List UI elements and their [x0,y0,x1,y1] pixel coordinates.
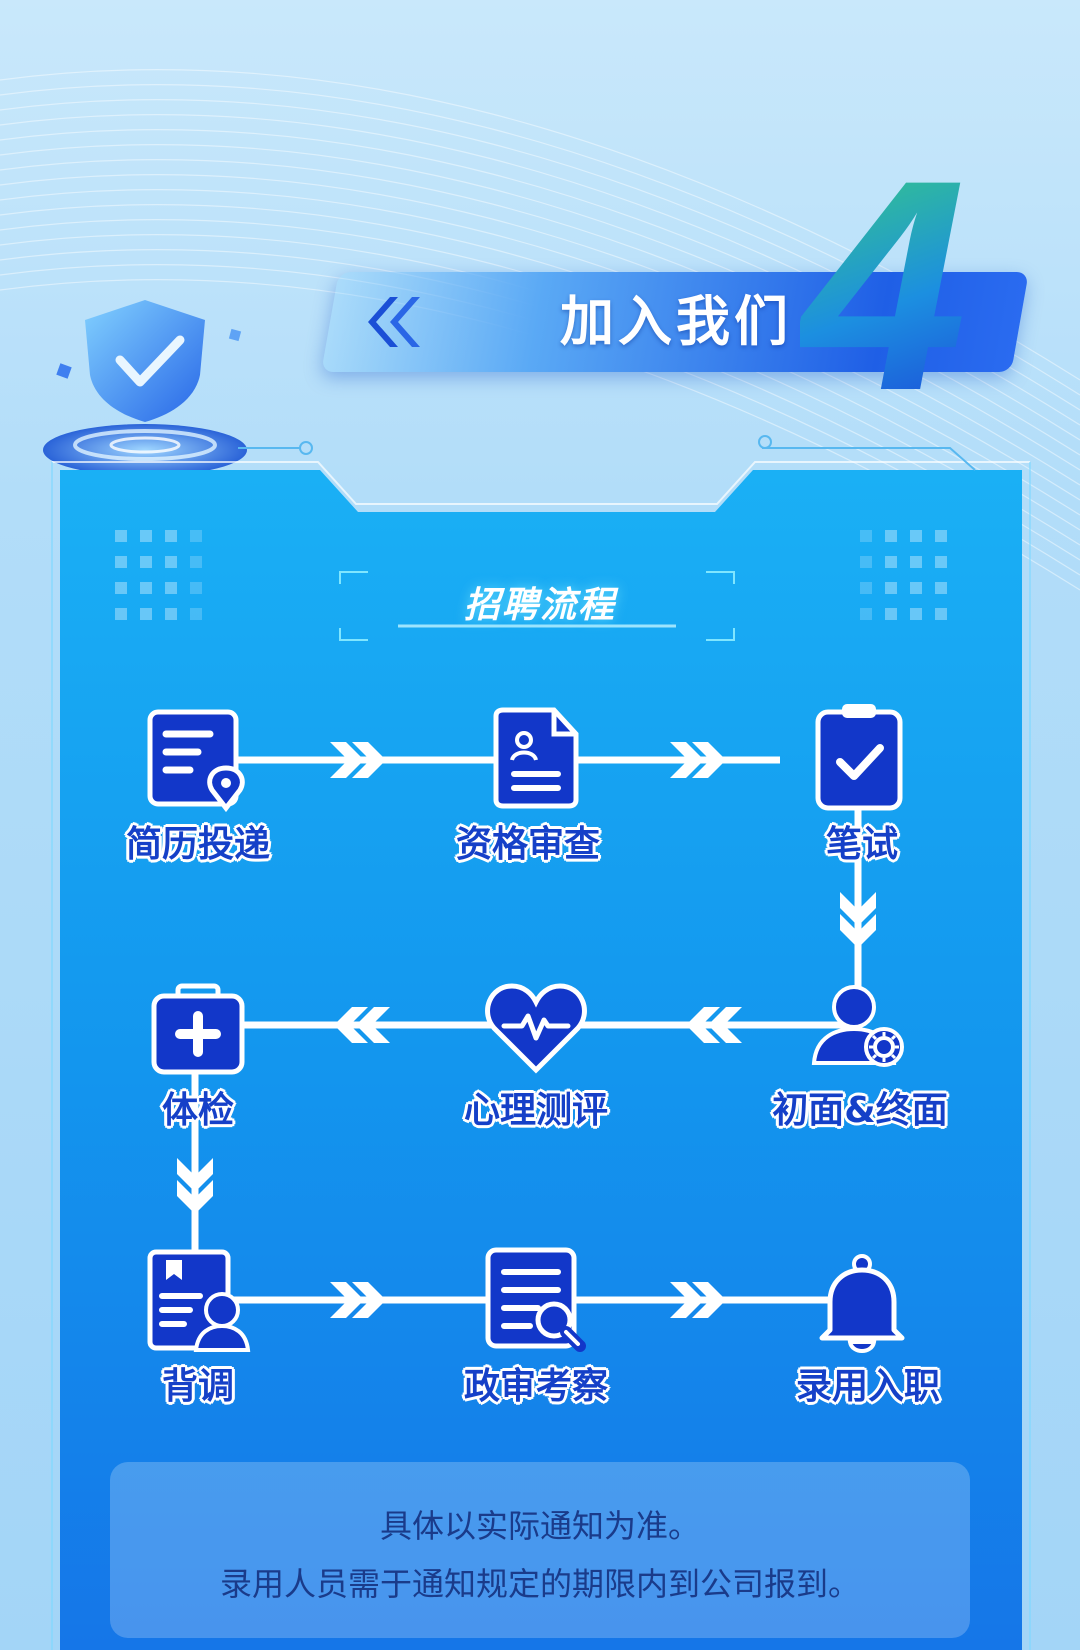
profile-document-icon [496,710,576,806]
document-search-icon [488,1250,580,1346]
step-label-written-test: 笔试 [742,820,982,870]
clipboard-check-icon [818,704,900,808]
bell-icon [822,1256,902,1351]
notice-line-2: 录用人员需于通知规定的期限内到公司报到。 [110,1562,970,1606]
step-label-psych-assessment: 心理测评 [416,1086,656,1136]
user-file-icon [150,1252,248,1350]
step-label-background-check: 背调 [78,1362,318,1412]
step-label-resume: 简历投递 [78,820,318,870]
notice-line-1: 具体以实际通知为准。 [110,1504,970,1548]
step-label-interview: 初面&终面 [740,1086,980,1136]
step-label-medical-exam: 体检 [78,1086,318,1136]
heart-pulse-icon [488,986,585,1070]
step-label-political-review: 政审考察 [416,1362,656,1412]
resume-location-icon [150,712,242,808]
notice-box [110,1462,970,1638]
step-label-onboarding: 录用入职 [748,1362,988,1412]
medical-kit-icon [154,986,242,1072]
step-label-qualification: 资格审查 [408,820,648,870]
